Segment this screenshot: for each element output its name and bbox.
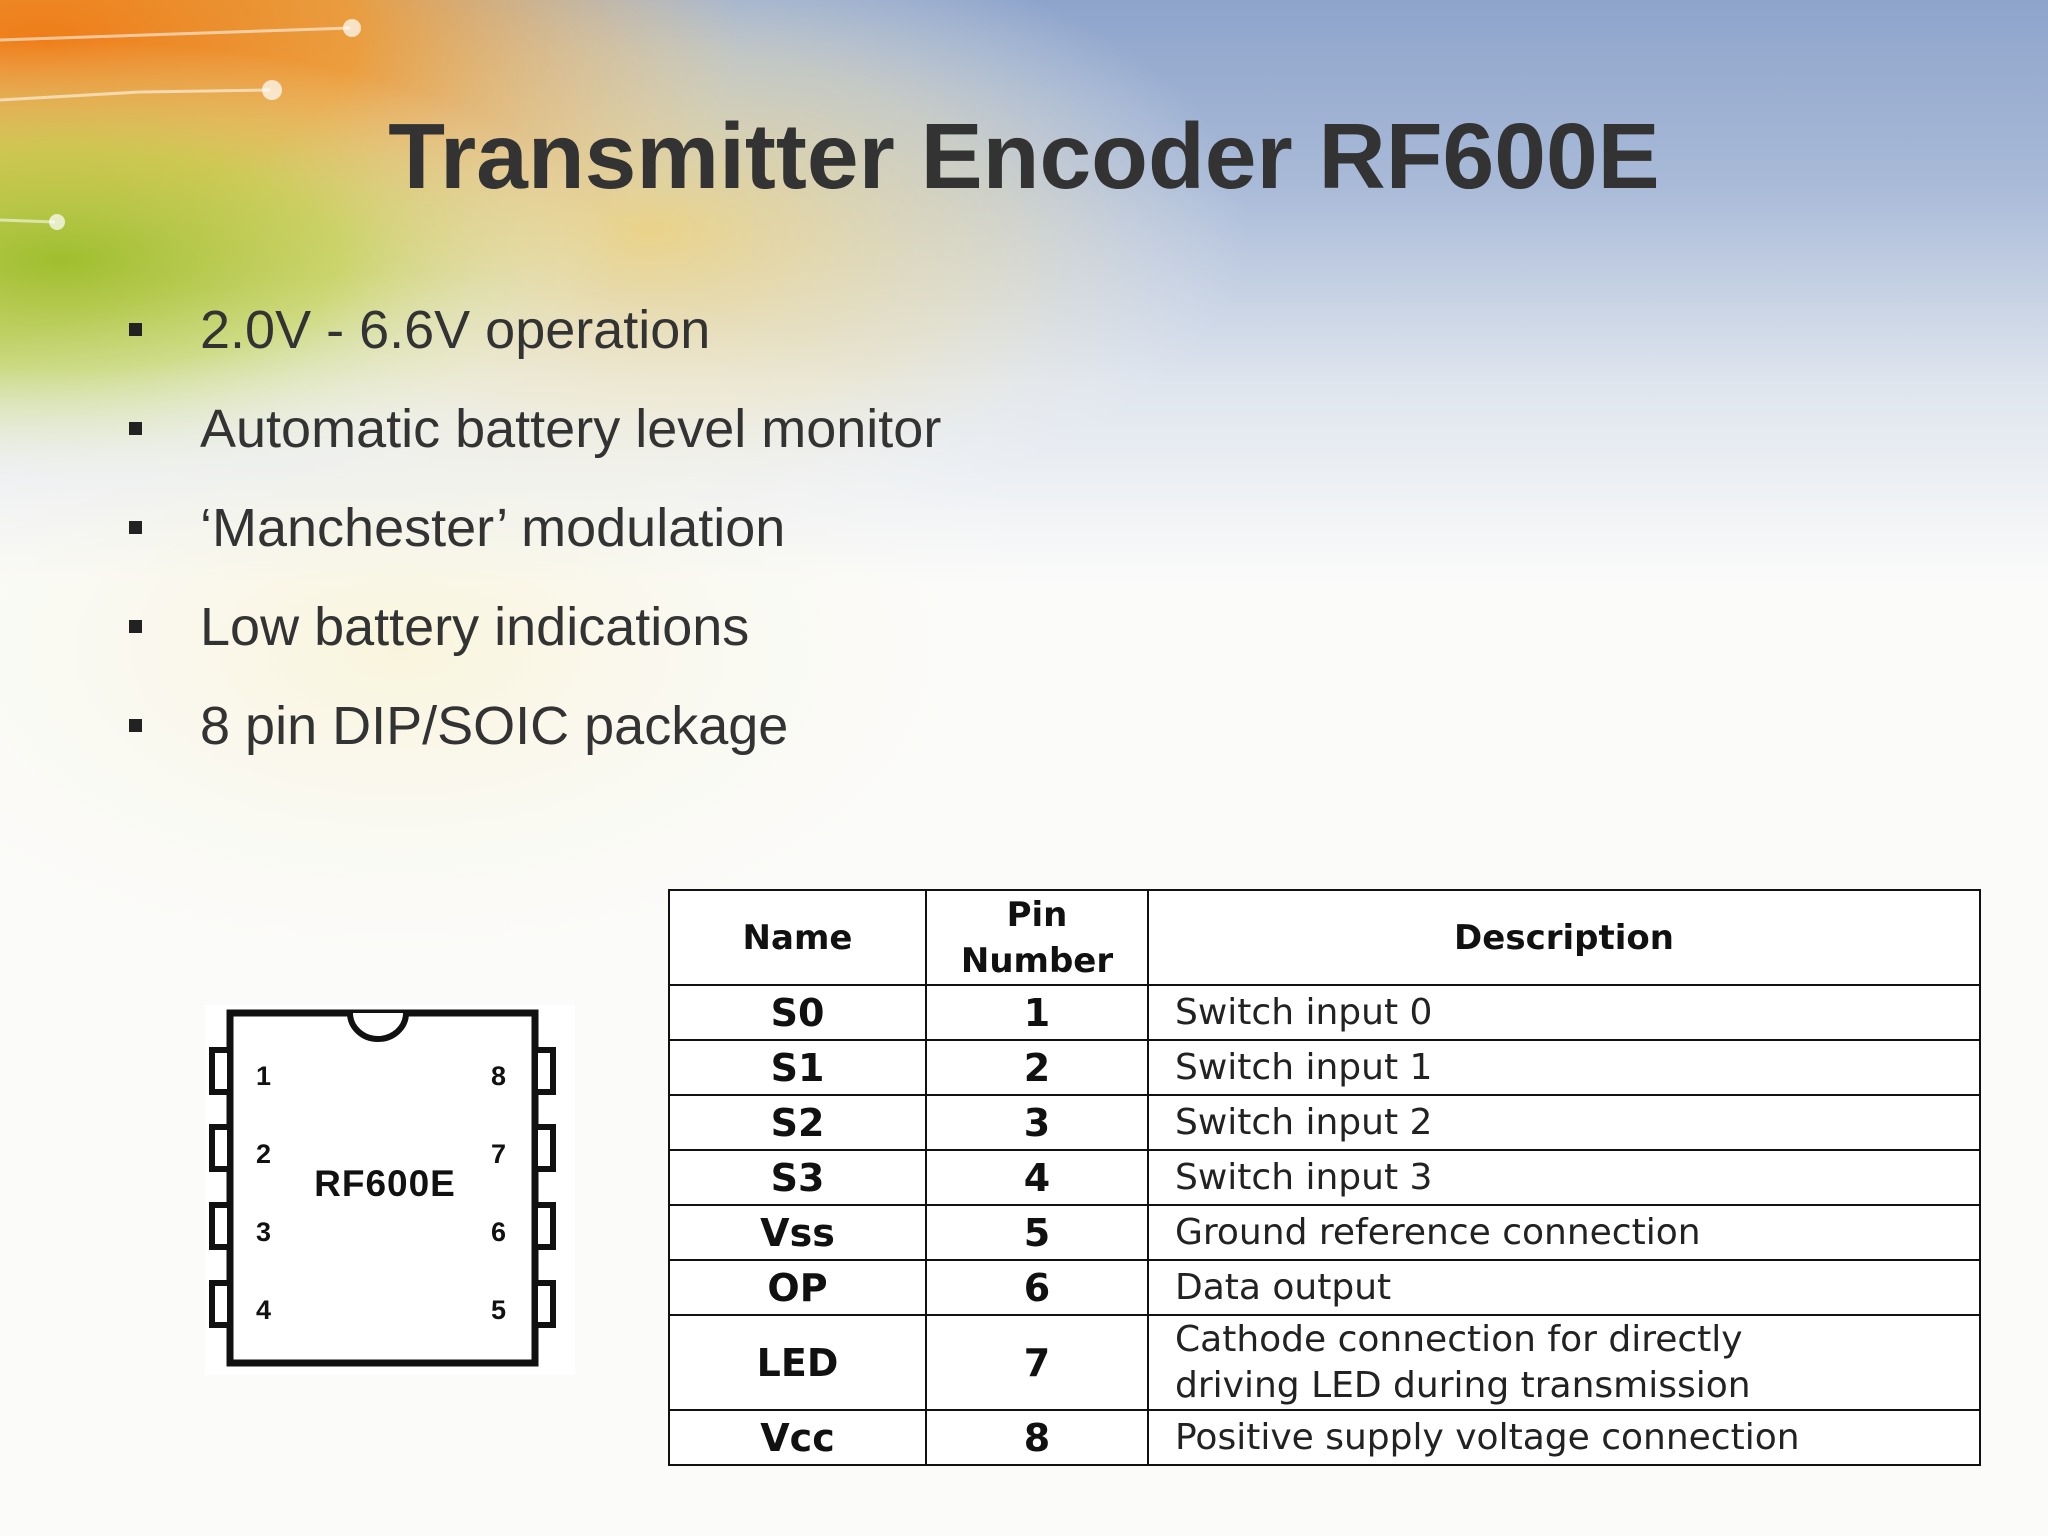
bullet-square-icon xyxy=(129,521,142,534)
bullet-square-icon xyxy=(129,719,142,732)
pin-name-cell: Vss xyxy=(668,1204,927,1261)
pin-description-cell: Data output xyxy=(1147,1259,1981,1316)
pin-description-cell: Switch input 1 xyxy=(1147,1039,1981,1096)
pin-description-cell: Switch input 3 xyxy=(1147,1149,1981,1206)
bullet-square-icon xyxy=(129,620,142,633)
pin-number-label: 1 xyxy=(256,1061,272,1091)
pin-number-label: 3 xyxy=(256,1217,272,1247)
table-row: Vcc 8 Positive supply voltage connection xyxy=(668,1409,1981,1466)
column-header-description: Description xyxy=(1147,889,1981,986)
pin-name-cell: S2 xyxy=(668,1094,927,1151)
column-header-pin-number: Pin Number xyxy=(925,889,1149,986)
pin-number-cell: 4 xyxy=(925,1149,1149,1206)
chip-label: RF600E xyxy=(314,1163,456,1204)
pin-number-cell: 3 xyxy=(925,1094,1149,1151)
pin-name-cell: S3 xyxy=(668,1149,927,1206)
table-row: LED 7 Cathode connection for directly dr… xyxy=(668,1314,1981,1411)
column-header-name: Name xyxy=(668,889,927,986)
pin-number-cell: 2 xyxy=(925,1039,1149,1096)
table-header-row: Name Pin Number Description xyxy=(668,889,1981,986)
pin-description-cell: Ground reference connection xyxy=(1147,1204,1981,1261)
table-row: OP 6 Data output xyxy=(668,1259,1981,1316)
pin-name-cell: OP xyxy=(668,1259,927,1316)
table-row: S0 1 Switch input 0 xyxy=(668,984,1981,1041)
pin-description-cell: Positive supply voltage connection xyxy=(1147,1409,1981,1466)
pin-name-cell: S1 xyxy=(668,1039,927,1096)
bullet-square-icon xyxy=(129,323,142,336)
pin-name-cell: LED xyxy=(668,1314,927,1411)
pin-number-cell: 5 xyxy=(925,1204,1149,1261)
bullet-square-icon xyxy=(129,422,142,435)
table-row: S3 4 Switch input 3 xyxy=(668,1149,1981,1206)
pin-number-label: 5 xyxy=(491,1295,507,1325)
table-row: S2 3 Switch input 2 xyxy=(668,1094,1981,1151)
pin-description-cell: Switch input 2 xyxy=(1147,1094,1981,1151)
pin-number-cell: 8 xyxy=(925,1409,1149,1466)
pin-name-cell: Vcc xyxy=(668,1409,927,1466)
pin-number-label: 7 xyxy=(491,1139,507,1169)
table-row: S1 2 Switch input 1 xyxy=(668,1039,1981,1096)
pin-number-cell: 6 xyxy=(925,1259,1149,1316)
pin-number-label: 6 xyxy=(491,1217,507,1247)
pin-name-cell: S0 xyxy=(668,984,927,1041)
pin-description-table: Name Pin Number Description S0 1 Switch … xyxy=(668,889,1981,1466)
pin-number-label: 8 xyxy=(491,1061,507,1091)
slide-title: Transmitter Encoder RF600E xyxy=(388,104,1660,208)
chip-pinout-diagram xyxy=(205,1005,575,1375)
pin-number-label: 4 xyxy=(256,1295,272,1325)
pin-number-label: 2 xyxy=(256,1139,272,1169)
table-row: Vss 5 Ground reference connection xyxy=(668,1204,1981,1261)
pin-number-cell: 1 xyxy=(925,984,1149,1041)
pin-description-cell: Switch input 0 xyxy=(1147,984,1981,1041)
pin-number-cell: 7 xyxy=(925,1314,1149,1411)
pin-description-cell: Cathode connection for directly driving … xyxy=(1147,1314,1981,1411)
